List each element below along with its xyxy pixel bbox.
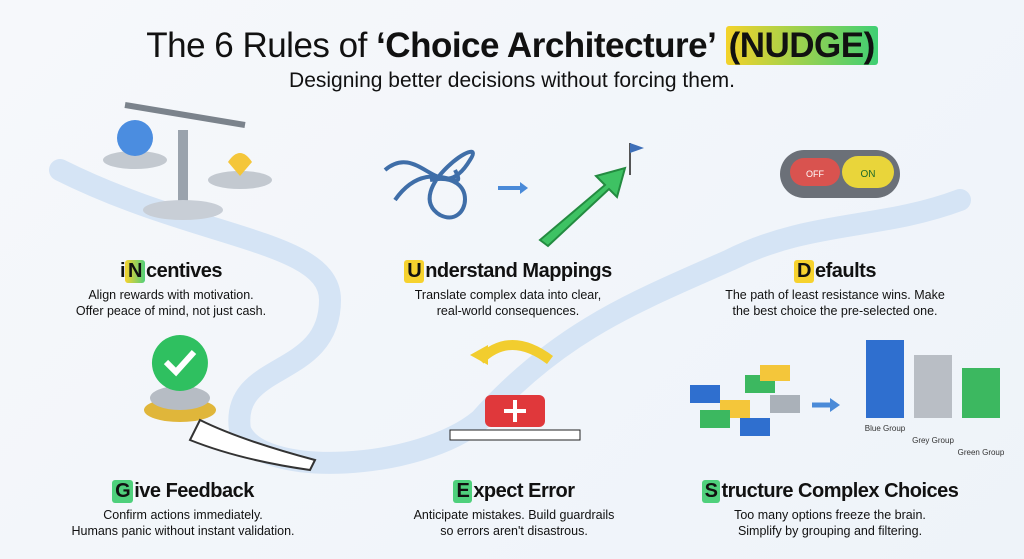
page-title: The 6 Rules of ‘Choice Architecture’ (NU… — [0, 26, 1024, 66]
toggle-switch-icon: OFF ON — [780, 150, 900, 198]
rule-desc: Anticipate mistakes. Build guardrails — [413, 508, 615, 522]
rule-desc: Offer peace of mind, not just cash. — [75, 304, 267, 318]
rule-desc: Too many options freeze the brain. — [734, 508, 926, 522]
rule-desc: so errors aren't disastrous. — [440, 524, 588, 538]
rule-desc: the best choice the pre-selected one. — [732, 304, 938, 318]
group-label-grey: Grey Group — [912, 436, 954, 445]
rule-desc: Translate complex data into clear, — [414, 288, 602, 302]
title-prefix: The 6 Rules of — [146, 26, 367, 65]
switch-off-label: OFF — [806, 169, 824, 179]
rule-desc: Align rewards with motivation. — [88, 288, 254, 302]
tangled-arrows-icon — [383, 149, 475, 220]
green-up-arrow-icon — [538, 166, 627, 248]
balance-scale-icon — [103, 102, 272, 220]
arrow-right-icon — [498, 182, 528, 194]
switch-on-label: ON — [861, 169, 876, 180]
title-bold: ‘Choice Architecture’ — [376, 26, 717, 65]
rule-desc: Simplify by grouping and filtering. — [737, 524, 923, 538]
lego-blocks-icon — [690, 340, 1000, 436]
journey-path — [49, 159, 971, 474]
checkmark-button-icon — [144, 335, 317, 472]
group-label-green: Green Group — [958, 448, 1005, 457]
rule-desc: Confirm actions immediately. — [103, 508, 263, 522]
rule-desc: real-world consequences. — [436, 304, 580, 318]
rule-desc: The path of least resistance wins. Make — [725, 288, 945, 302]
undo-error-icon — [449, 340, 581, 441]
nudge-badge: (NUDGE) — [725, 26, 878, 65]
page-subtitle: Designing better decisions without forci… — [289, 69, 735, 92]
flag-icon — [629, 143, 644, 175]
rule-desc: Humans panic without instant validation. — [71, 524, 295, 538]
group-label-blue: Blue Group — [865, 424, 906, 433]
